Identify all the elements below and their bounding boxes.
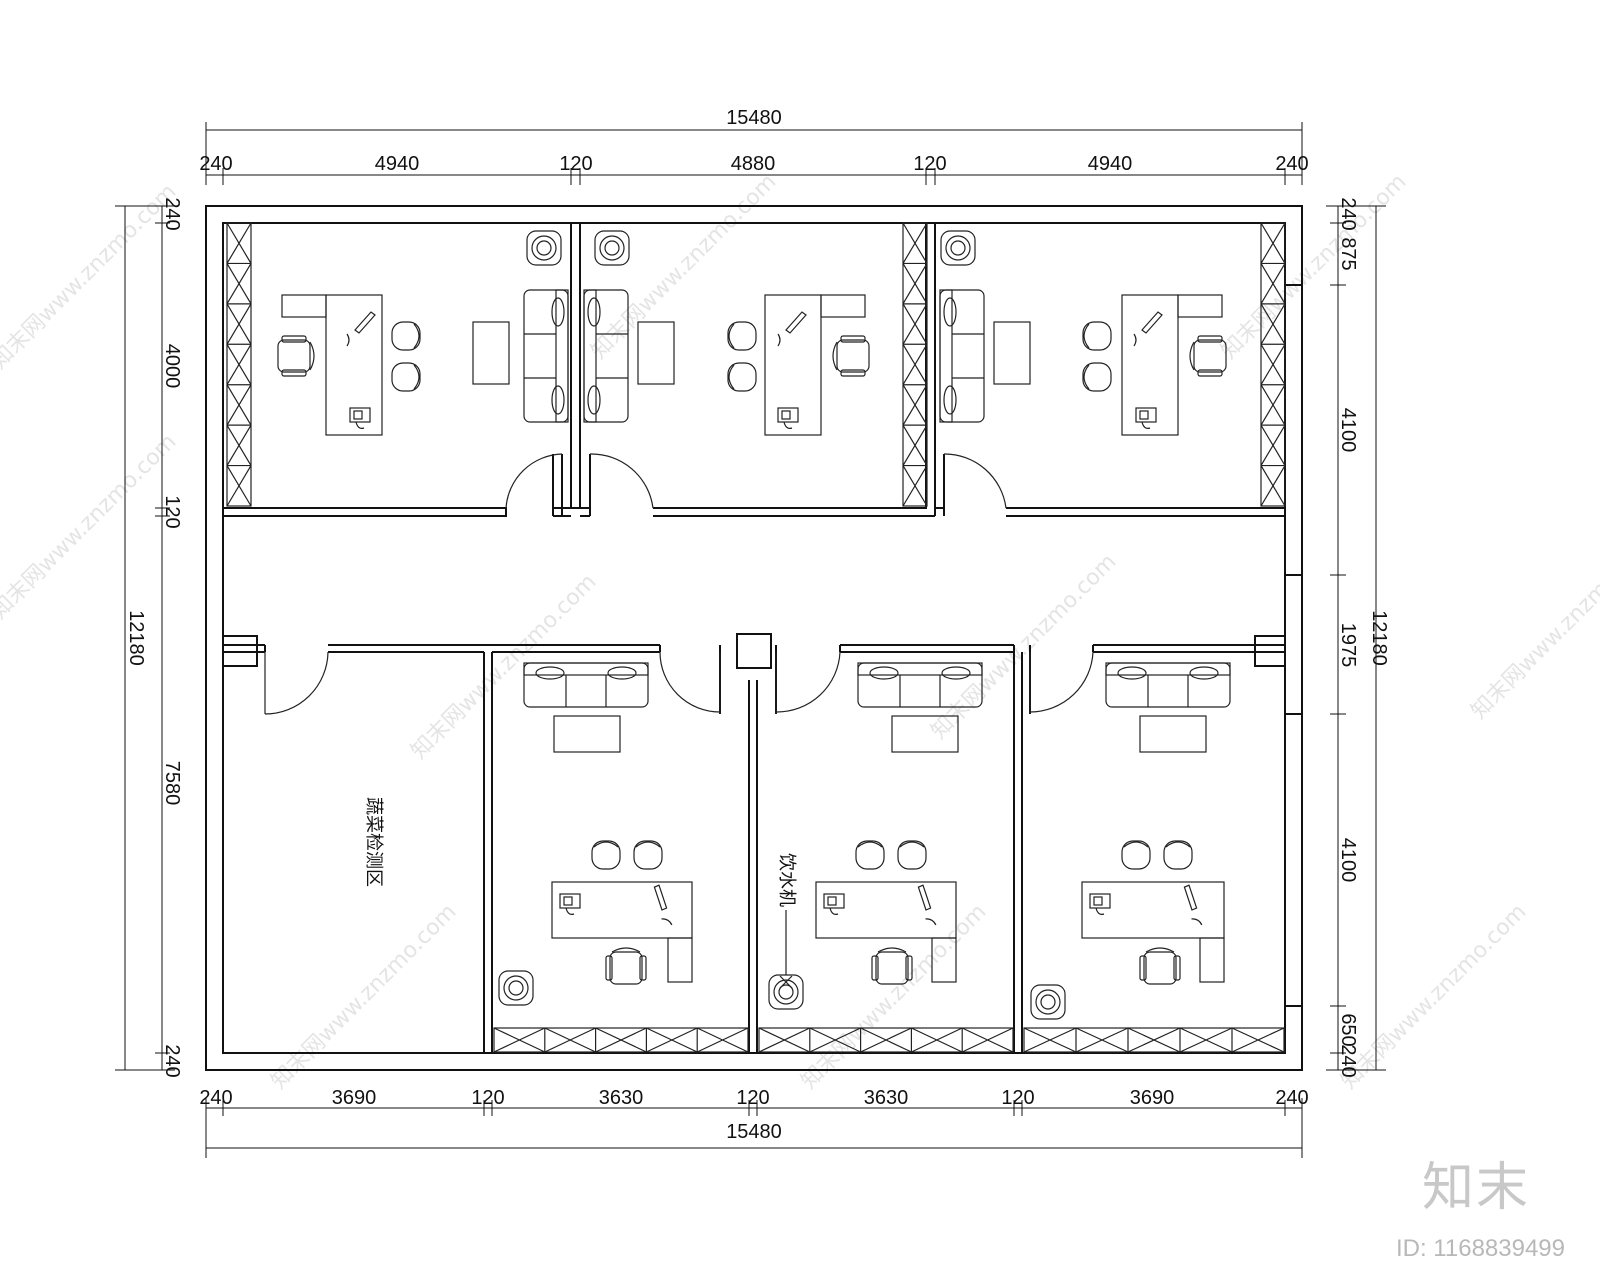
watermark-layer: 知末网www.znzmo.com 知末网www.znzmo.com 知末网www… [0, 169, 1600, 1094]
cabinet-hatch-line [1231, 1027, 1285, 1053]
dim-left-seg: 240 [161, 1044, 183, 1077]
cabinet-hatch-line [1075, 1027, 1129, 1053]
cabinet-hatch-line [902, 343, 928, 386]
cabinet-hatch-line [902, 222, 928, 264]
cabinet-hatch-line [226, 424, 252, 466]
watermark-text: 知末网www.znzmo.com [407, 569, 602, 764]
dim-top-seg: 120 [913, 153, 946, 175]
dim-left-seg: 240 [161, 197, 183, 230]
dim-top-seg: 4940 [375, 153, 420, 175]
dim-top-seg: 4940 [1088, 153, 1133, 175]
cabinet-hatch-line [493, 1027, 546, 1053]
dim-right-seg: 240 [1337, 197, 1359, 230]
dim-top-seg: 240 [1275, 153, 1308, 175]
label-water-dispenser: 饮水机 [776, 853, 797, 907]
cabinet-hatch-line [758, 1027, 811, 1053]
office-top-middle [583, 230, 870, 436]
cabinet-hatch-line [696, 1027, 749, 1053]
cabinet-hatch-line [1127, 1027, 1181, 1053]
cabinet-hatch-line [1260, 263, 1286, 305]
cabinet-hatch-line [646, 1027, 698, 1053]
dimension-left: 12180 240 4000 120 7580 240 [115, 197, 183, 1078]
dim-right-total: 12180 [1368, 610, 1390, 666]
office-top-right [939, 230, 1227, 436]
watermark-text: 知末网www.znzmo.com [0, 179, 181, 374]
dim-top-seg: 240 [199, 153, 232, 175]
dim-bottom-seg: 3690 [332, 1087, 377, 1109]
wall-cabinets [226, 222, 1286, 1053]
cabinet-hatch-line [1260, 222, 1286, 264]
interior-walls-top [223, 223, 1285, 517]
dim-top-total: 15480 [726, 107, 782, 129]
cabinet-hatch-line [902, 465, 928, 507]
office-bottom-1 [498, 662, 693, 1006]
watermark-id: ID: 1168839499 [1395, 1235, 1565, 1262]
watermark-brand: 知末 [1421, 1158, 1530, 1218]
cabinet-hatch-line [1260, 384, 1286, 426]
dim-bottom-seg: 120 [736, 1087, 769, 1109]
dim-bottom-total: 15480 [726, 1121, 782, 1143]
cabinet-hatch-line [911, 1027, 963, 1053]
door-swings [264, 453, 1094, 715]
cabinet-hatch-line [1179, 1027, 1233, 1053]
cabinet-hatch-line [1023, 1027, 1077, 1053]
office-bottom-2 [768, 662, 983, 1010]
dim-right-seg: 4100 [1337, 838, 1359, 883]
dim-bottom-seg: 240 [1275, 1087, 1308, 1109]
dim-bottom-seg: 240 [199, 1087, 232, 1109]
dim-left-seg: 4000 [161, 344, 183, 389]
cabinet-hatch-line [544, 1027, 596, 1053]
cabinet-hatch-line [226, 343, 252, 386]
watermark-text: 知末网www.znzmo.com [1337, 899, 1532, 1094]
cabinet-hatch-line [860, 1027, 912, 1053]
dim-top-seg: 120 [559, 153, 592, 175]
cabinet-hatch-line [961, 1027, 1014, 1053]
cabinet-hatch-line [902, 263, 928, 305]
cabinet-hatch-line [226, 465, 252, 507]
dim-left-total: 12180 [125, 610, 147, 666]
cabinet-hatch-line [1260, 303, 1286, 345]
cabinet-hatch-line [809, 1027, 861, 1053]
watermark-text: 知末网www.znzmo.com [797, 899, 992, 1094]
cabinet-hatch-line [226, 263, 252, 305]
dim-bottom-seg: 120 [1001, 1087, 1034, 1109]
dimension-bottom: 240 3690 120 3630 120 3630 120 3690 240 … [199, 1087, 1309, 1158]
watermark-text: 知末网www.znzmo.com [0, 429, 181, 624]
cabinet-hatch-line [1260, 343, 1286, 386]
label-vegetable-testing-area: 蔬菜检测区 [363, 797, 384, 887]
office-bottom-3 [1030, 662, 1231, 1020]
watermark-text: 知末网www.znzmo.com [1217, 169, 1412, 364]
dim-bottom-seg: 120 [471, 1087, 504, 1109]
watermark-text: 知末网www.znzmo.com [587, 169, 782, 364]
cabinet-hatch-line [902, 303, 928, 345]
dim-top-seg: 4880 [731, 153, 776, 175]
dim-right-seg: 1975 [1337, 623, 1359, 668]
dim-bottom-seg: 3630 [864, 1087, 909, 1109]
dim-left-seg: 120 [161, 495, 183, 528]
dim-left-seg: 7580 [161, 761, 183, 806]
dim-bottom-seg: 3690 [1130, 1087, 1175, 1109]
dimension-right: 12180 240 875 4100 1975 4100 650 240 [1326, 197, 1390, 1078]
dim-right-seg: 240 [1337, 1044, 1359, 1077]
cabinet-hatch-line [1260, 465, 1286, 507]
cabinet-hatch-line [226, 384, 252, 426]
cabinet-hatch-line [226, 303, 252, 345]
dim-bottom-seg: 3630 [599, 1087, 644, 1109]
office-top-left [277, 230, 569, 436]
dim-right-seg: 4100 [1337, 408, 1359, 453]
cabinet-hatch-line [226, 222, 252, 264]
cabinet-hatch-line [902, 384, 928, 426]
watermark-text: 知末网www.znzmo.com [267, 899, 462, 1094]
dim-right-seg: 875 [1337, 237, 1359, 270]
dim-right-seg: 650 [1337, 1013, 1359, 1046]
watermark-text: 知末网www.znzmo.com [1467, 529, 1600, 724]
dimension-top: 15480 240 4940 120 4880 120 4940 240 [199, 107, 1309, 185]
cabinet-hatch-line [902, 424, 928, 466]
cabinet-hatch-line [595, 1027, 647, 1053]
exterior-walls [205, 205, 1303, 1071]
cabinet-hatch-line [1260, 424, 1286, 466]
